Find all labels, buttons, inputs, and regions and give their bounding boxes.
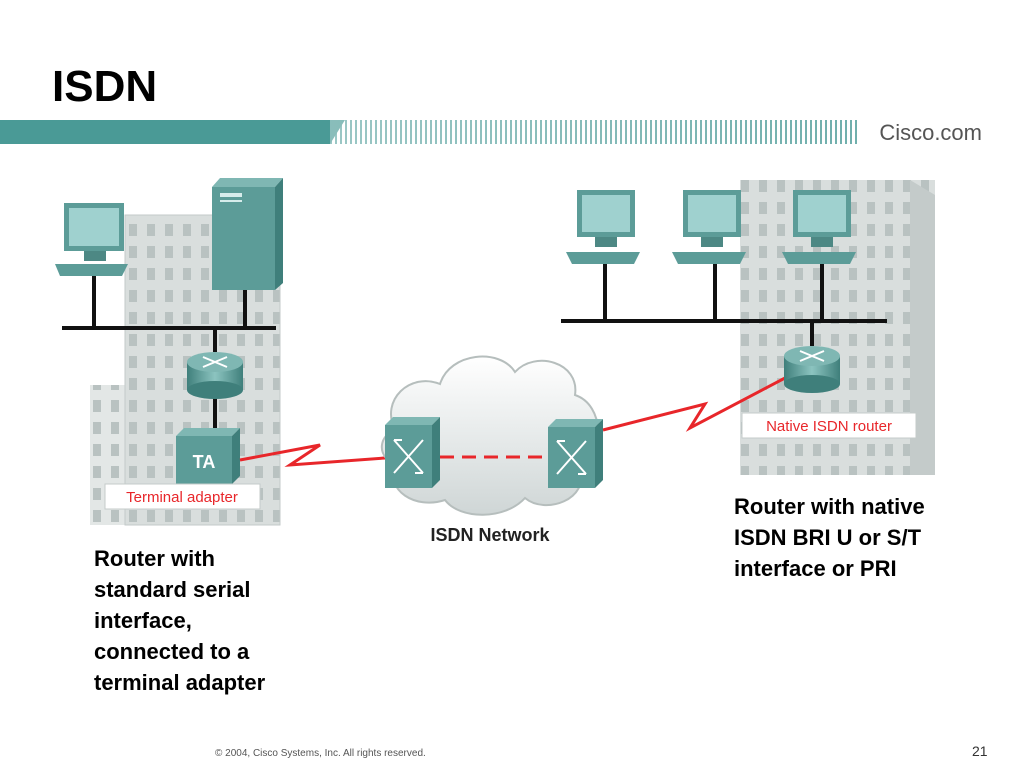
left-caption-line: Router with	[94, 546, 215, 571]
right-caption-line: ISDN BRI U or S/T	[734, 525, 922, 550]
left-caption: Router with standard serial interface, c…	[94, 543, 324, 698]
left-lan	[62, 276, 276, 432]
native-isdn-router-callout: Native ISDN router	[741, 412, 917, 439]
right-pc-icon-2	[672, 190, 746, 264]
server-icon	[212, 178, 283, 290]
slide-title: ISDN	[52, 62, 158, 111]
page-number: 21	[972, 743, 988, 759]
terminal-adapter-callout: Terminal adapter	[104, 483, 261, 510]
left-caption-line: standard serial	[94, 577, 251, 602]
terminal-adapter-label: Terminal adapter	[126, 489, 238, 506]
left-pc-icon	[55, 203, 128, 276]
terminal-adapter-icon: TA	[176, 428, 240, 484]
right-caption: Router with native ISDN BRI U or S/T int…	[734, 491, 994, 584]
left-caption-line: connected to a	[94, 639, 250, 664]
native-isdn-router-icon	[784, 346, 840, 393]
right-pc-icon-1	[566, 190, 640, 264]
left-wan-link	[239, 443, 386, 467]
isdn-switch-right-icon	[548, 419, 603, 488]
right-caption-line: Router with native	[734, 494, 925, 519]
right-lan	[561, 264, 887, 346]
isdn-switch-left-icon	[385, 417, 440, 488]
right-caption-line: interface or PRI	[734, 556, 897, 581]
native-isdn-router-label: Native ISDN router	[766, 418, 892, 435]
left-caption-line: interface,	[94, 608, 192, 633]
copyright-footer: © 2004, Cisco Systems, Inc. All rights r…	[215, 748, 426, 759]
right-pc-icon-3	[782, 190, 856, 264]
right-wan-link	[602, 376, 786, 432]
terminal-adapter-box-label: TA	[193, 452, 216, 472]
cisco-brand-logo: Cisco.com	[879, 120, 982, 145]
isdn-network-label: ISDN Network	[430, 525, 550, 545]
left-router-icon	[187, 352, 243, 399]
left-caption-line: terminal adapter	[94, 670, 266, 695]
header-bar	[0, 120, 860, 144]
